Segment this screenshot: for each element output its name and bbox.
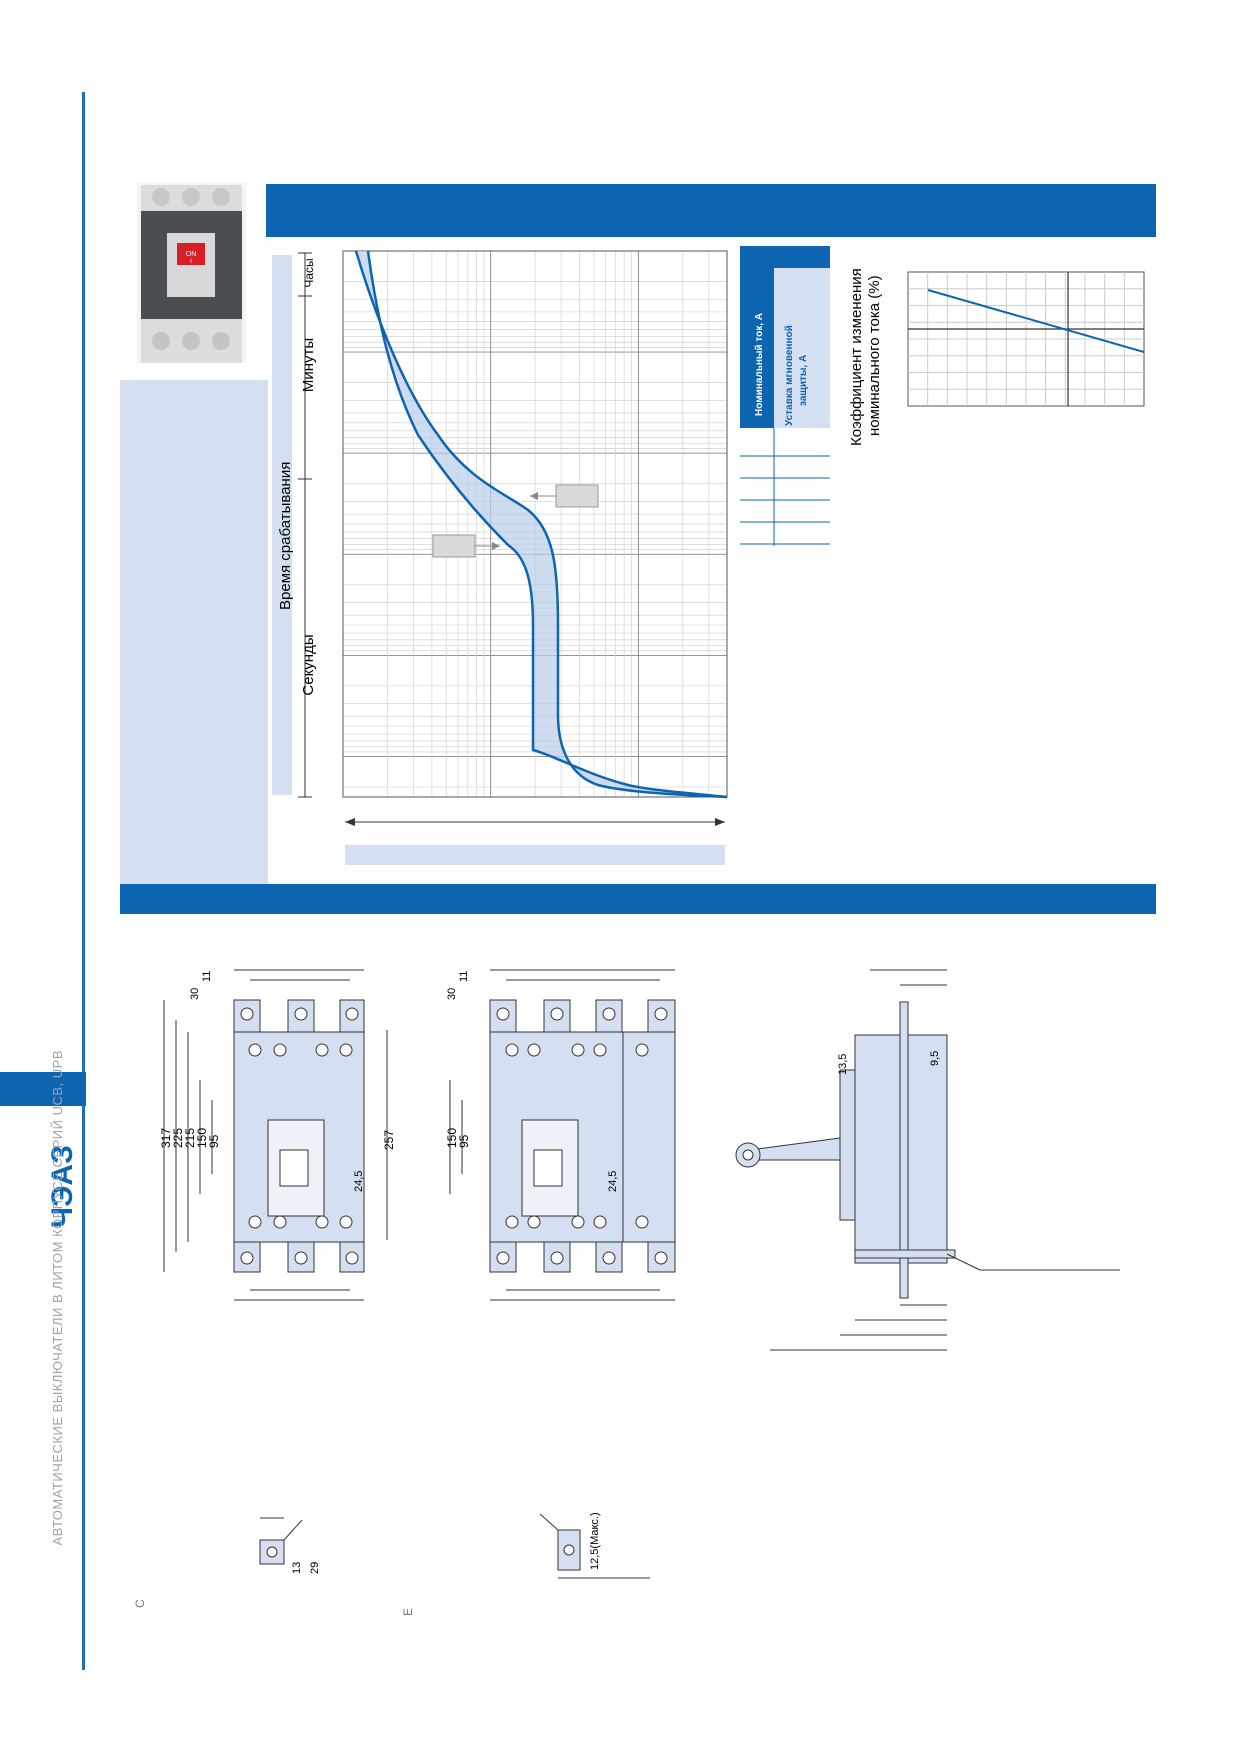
section-header-band [266,184,1156,237]
dim-30: 30 [189,988,201,1000]
dim-95b: 95 [457,1134,471,1148]
coef-title-1: Коэффициент изменения [848,268,865,446]
dim-150b: 150 [445,1128,459,1148]
table-col2-line2: защиты, А [798,355,809,406]
dim-11b: 11 [458,971,470,982]
seconds-label: Секунды [300,634,317,695]
photo-on: ON [186,251,197,258]
dim-215: 215 [183,1128,197,1148]
minutes-label: Минуты [300,338,317,392]
dim-24-5: 24,5 [353,1171,365,1192]
svg-text:Е: Е [401,1608,415,1616]
trip-curve-chart: Время срабатывания Секунды Минуты Часы [272,250,728,865]
dim-29: 29 [309,1562,321,1574]
side-tab [0,1072,86,1106]
svg-text:С: С [133,1599,147,1608]
table-col1: Номинальный ток, А [754,313,765,416]
terminal-detail-1: 13 29 [259,1517,321,1574]
dim-phi-13-5: 13,5 [837,1054,849,1075]
dim-30b: 30 [446,988,458,1000]
side-title-text: АВТОМАТИЧЕСКИЕ ВЫКЛЮЧАТЕЛИ В ЛИТОМ КОРПУ… [50,1050,65,1546]
footnote-mark-2: Е [401,1608,415,1616]
terminal-detail-2: 12,5(Макс.) [539,1512,650,1579]
dimension-drawing-3pole: 317 225 215 150 95 24,5 257 30 11 [159,969,396,1301]
side-title: АВТОМАТИЧЕСКИЕ ВЫКЛЮЧАТЕЛИ В ЛИТОМ КОРПУ… [50,1050,65,1546]
dim-12-5: 12,5(Макс.) [589,1512,601,1570]
table-col2-line1: Уставка мгновенной [784,325,795,426]
hours-label: Часы [302,258,316,287]
chart-axis-title: Время срабатывания [277,462,294,610]
footnote-mark-1: С [133,1599,147,1608]
brand-logo: ЧЭАЗ [46,1145,79,1228]
breaker-photo: ON I [137,183,246,363]
dim-24-5b: 24,5 [607,1171,619,1192]
dim-257: 257 [382,1130,396,1150]
dim-13: 13 [291,1562,303,1574]
dimension-drawing-4pole: 150 95 24,5 30 11 [445,969,676,1301]
dim-225: 225 [171,1128,185,1148]
left-rule [82,92,85,1670]
dim-11: 11 [201,971,213,982]
dim-317: 317 [159,1128,173,1148]
side-view-drawing: 13,5 9,5 [735,969,1120,1351]
logo-text: ЧЭАЗ [46,1145,79,1228]
dim-95: 95 [207,1134,221,1148]
coefficient-graph: Коэффициент изменения номинального тока … [848,268,1145,446]
dim-150: 150 [195,1128,209,1148]
photo-i: I [190,259,192,265]
dim-phi-9-5: 9,5 [929,1051,941,1066]
dimensions-header-band [120,884,1156,914]
info-panel [120,380,268,884]
setting-table: Номинальный ток, А Уставка мгновенной за… [740,246,830,546]
coef-title-2: номинального тока (%) [866,275,883,436]
